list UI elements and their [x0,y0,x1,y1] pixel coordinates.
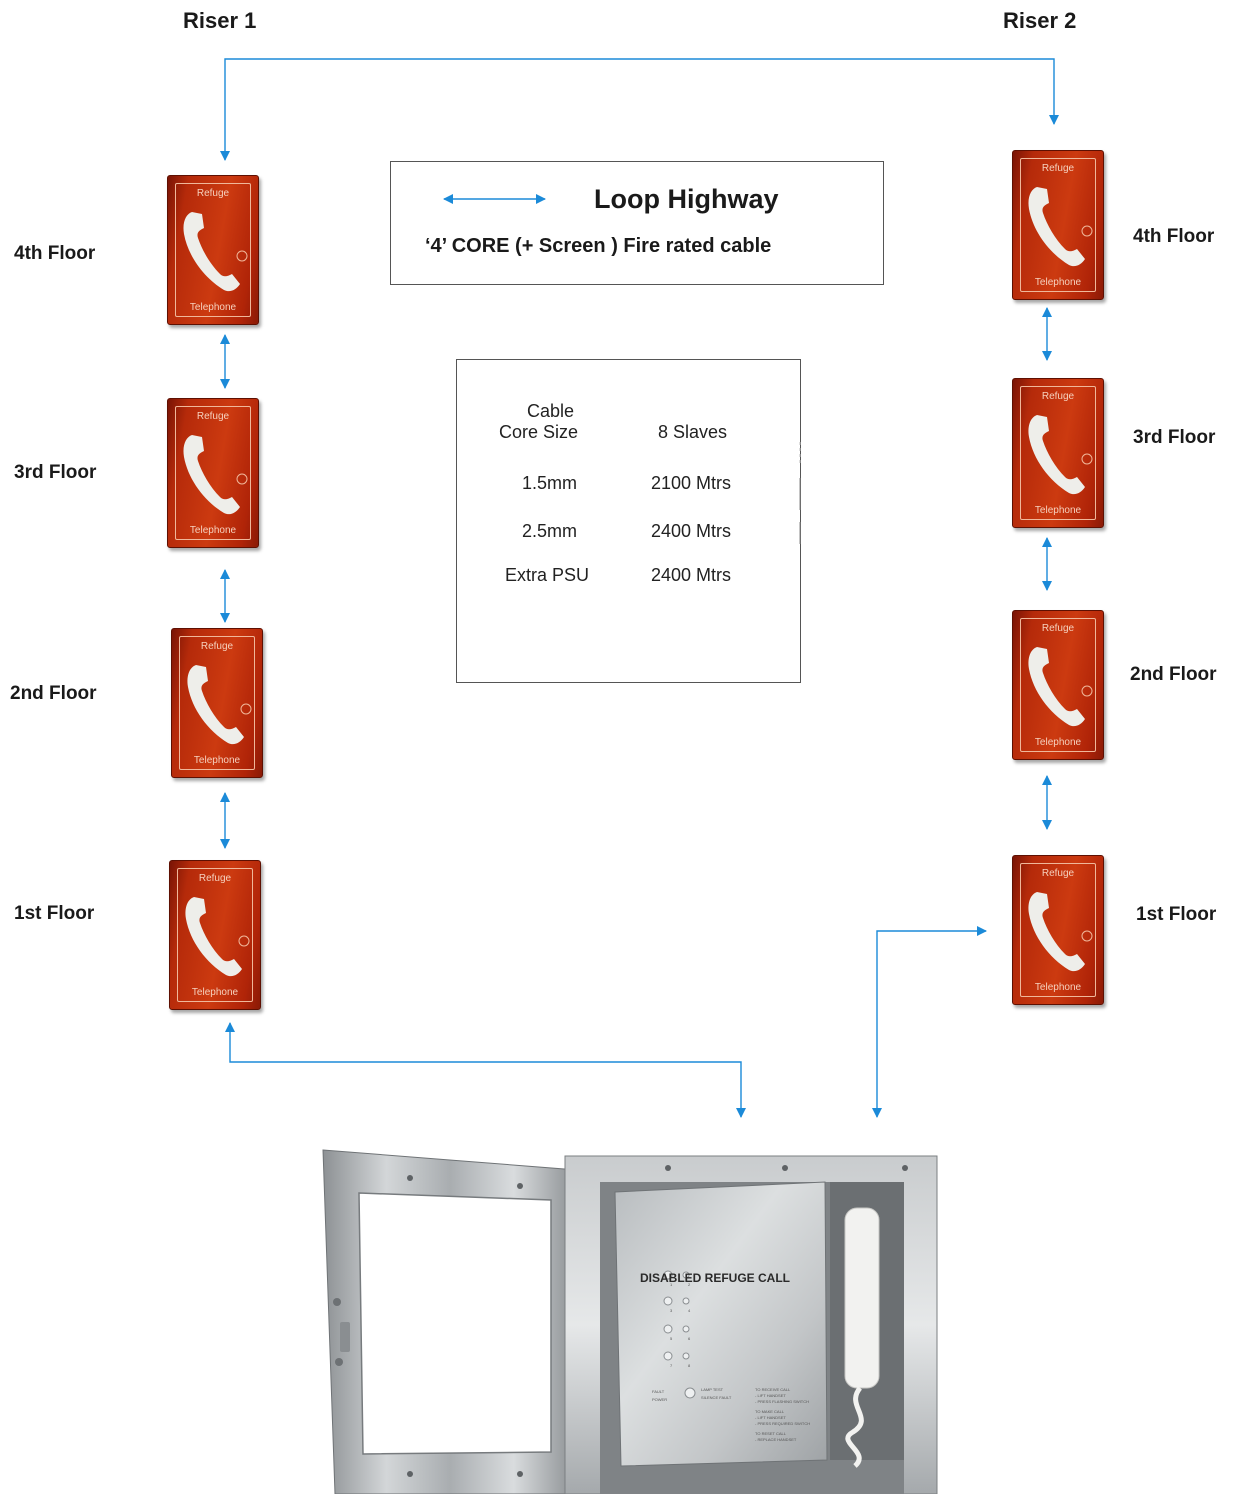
outstation-top-label: Refuge [1041,163,1075,174]
table-ticks [799,442,801,544]
riser-2-title: Riser 2 [1003,8,1077,33]
outstation-top-label: Refuge [1041,623,1075,634]
legend-box [390,161,884,285]
indicator-label-7: 7 [670,1363,673,1368]
panel-instruction-1: TO RECEIVE CALL [755,1387,791,1392]
refuge-outstation-riser1-4th: Refuge Telephone [167,175,259,325]
outstation-top-label: Refuge [1041,391,1075,402]
telephone-icon [1028,647,1093,727]
telephone-icon [185,897,250,977]
cable-header-line2: Core Size [499,422,579,442]
indicator-label-5: 5 [670,1336,673,1341]
riser1-floor-3-label: 3rd Floor [14,462,97,483]
telephone-icon [183,435,248,515]
panel-instruction-7: TO RESET CALL [755,1431,787,1436]
cable-header-line1: Cable [527,401,575,421]
riser1-floor-2-label: 2nd Floor [10,683,97,704]
cable-row-1-size: 1.5mm [522,473,578,493]
outstation-bottom-label: Telephone [193,755,241,766]
outstation-bottom-label: Telephone [191,987,239,998]
indicator-label-1: 1 [670,1282,673,1287]
panel-power-label: POWER [652,1397,667,1402]
riser1-floor-4-label: 4th Floor [14,243,96,264]
riser2-floor-1-label: 1st Floor [1136,904,1217,925]
telephone-icon [1028,415,1093,495]
outstation-bottom-label: Telephone [1034,982,1082,993]
panel-silence-label: SILENCE FAULT [701,1395,732,1400]
outstation-bottom-label: Telephone [189,525,237,536]
panel-title: DISABLED REFUGE CALL [640,1271,790,1285]
refuge-outstation-riser1-1st: Refuge Telephone [169,860,261,1010]
refuge-outstation-riser2-2nd: Refuge Telephone [1012,610,1104,760]
cable-table-box [456,359,801,683]
indicator-label-6: 6 [688,1336,691,1341]
outstation-top-label: Refuge [200,641,234,652]
cable-row-2-size: 2.5mm [522,521,578,541]
outstation-bottom-label: Telephone [1034,737,1082,748]
telephone-icon [1028,892,1093,972]
telephone-icon [183,212,248,292]
master-panel-illustration: DISABLED REFUGE CALL FAULT POWER LAMP TE… [322,1149,938,1494]
indicator-label-4: 4 [688,1308,691,1313]
panel-instruction-5: - LIFT HANDSET [755,1415,786,1420]
panel-fault-label: FAULT [652,1389,665,1394]
panel-instruction-6: - PRESS REQUIRED SWITCH [755,1421,810,1426]
refuge-outstation-riser1-2nd: Refuge Telephone [171,628,263,778]
master-control-panel: DISABLED REFUGE CALL FAULT POWER LAMP TE… [315,1148,939,1494]
riser1-to-panel-wire [225,1022,746,1118]
panel-instruction-2: - LIFT HANDSET [755,1393,786,1398]
cable-row-3-size: Extra PSU [505,565,590,585]
cable-row-1-distance: 2100 Mtrs [651,473,732,493]
panel-instruction-8: - REPLACE HANDSET [755,1437,797,1442]
panel-to-riser2-wire [872,926,987,1118]
indicator-label-2: 2 [688,1282,691,1287]
panel-lamp-test-label: LAMP TEST [701,1387,724,1392]
cable-row-2-distance: 2400 Mtrs [651,521,732,541]
refuge-outstation-riser2-4th: Refuge Telephone [1012,150,1104,300]
outstation-bottom-label: Telephone [1034,505,1082,516]
top-highway-wire [220,58,1059,161]
riser2-floor-2-label: 2nd Floor [1130,664,1217,685]
outstation-top-label: Refuge [198,873,232,884]
riser-1-title: Riser 1 [183,8,257,33]
telephone-icon [187,665,252,745]
outstation-top-label: Refuge [196,188,230,199]
refuge-outstation-riser2-3rd: Refuge Telephone [1012,378,1104,528]
cable-header-slaves: 8 Slaves [658,422,728,442]
indicator-label-3: 3 [670,1308,673,1313]
riser1-floor-1-label: 1st Floor [14,903,95,924]
legend-title: Loop Highway [594,184,779,214]
panel-instruction-4: TO MAKE CALL [755,1409,785,1414]
refuge-outstation-riser2-1st: Refuge Telephone [1012,855,1104,1005]
panel-instruction-3: - PRESS FLASHING SWITCH [755,1399,809,1404]
riser2-floor-3-label: 3rd Floor [1133,427,1216,448]
legend-subtitle: ‘4’ CORE (+ Screen ) Fire rated cable [425,235,772,257]
outstation-bottom-label: Telephone [189,302,237,313]
outstation-top-label: Refuge [196,411,230,422]
cable-row-3-distance: 2400 Mtrs [651,565,732,585]
outstation-top-label: Refuge [1041,868,1075,879]
outstation-bottom-label: Telephone [1034,277,1082,288]
indicator-label-8: 8 [688,1363,691,1368]
riser2-floor-4-label: 4th Floor [1133,226,1215,247]
telephone-icon [1028,187,1093,267]
refuge-outstation-riser1-3rd: Refuge Telephone [167,398,259,548]
